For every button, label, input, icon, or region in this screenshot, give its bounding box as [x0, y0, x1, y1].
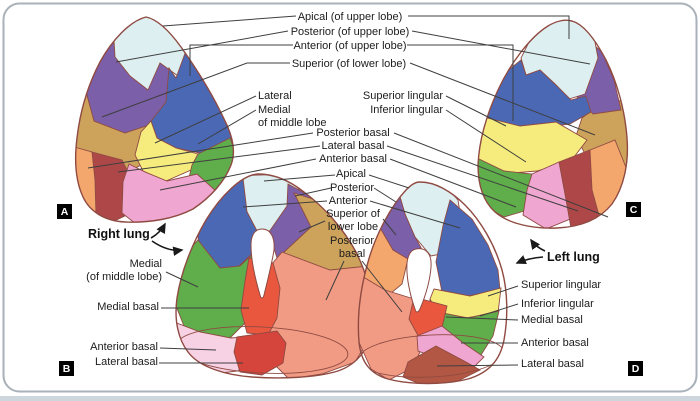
label-medial-basal-b: Medial basal: [97, 301, 159, 313]
lung-c-left-lateral: [478, 20, 628, 229]
right-lung-up-arrow: [150, 222, 166, 239]
leader-lines: [87, 15, 609, 367]
left-lung-caption: Left lung: [547, 250, 600, 264]
label-anterior-basal-d: Anterior basal: [521, 337, 589, 349]
label-superior-lower-lobe: Superior (of lower lobe): [291, 58, 407, 70]
label-posterior-upper-lobe: Posterior (of upper lobe): [290, 26, 410, 38]
lung-a-outline: [74, 16, 235, 223]
label-lateral-middle: Lateral: [258, 90, 292, 102]
label-superior-lingular-d: Superior lingular: [521, 279, 602, 291]
panel-b-badge: B: [59, 361, 74, 376]
label-posterior-basal-medial: Posterior basal: [330, 235, 374, 260]
label-inferior-lingular-d: Inferior lingular: [521, 298, 594, 310]
lung-c-outline: [477, 19, 629, 229]
label-anterior-basal-b: Anterior basal: [90, 341, 158, 353]
b-lateral-basal-segment: [233, 330, 287, 376]
label-lateral-basal-d: Lateral basal: [521, 358, 584, 370]
label-lower-lobe: lower lobe: [327, 220, 379, 233]
lung-d-outline: [357, 181, 508, 385]
label-superior-lingular-lateral: Superior lingular: [362, 90, 443, 102]
d-hilum: [406, 248, 432, 313]
lung-b-outline: [175, 173, 374, 379]
left-lung-down-arrow: [515, 255, 544, 265]
label-medial-middle: Medial: [258, 104, 291, 116]
label-superior-of-lower-lobe-medial: Superior of lower lobe: [326, 208, 380, 233]
d-anterior-basal-segment: [416, 325, 485, 372]
label-of-middle-lobe: of middle lobe: [258, 117, 327, 129]
label-lateral-basal-lateral: Lateral basal: [321, 140, 385, 152]
panel-d-badge: D: [628, 361, 643, 376]
label-inferior-lingular-lateral: Inferior lingular: [370, 104, 443, 116]
caption-arrows: [150, 222, 546, 265]
panel-c-badge: C: [626, 202, 641, 217]
label-posterior-medial: Posterior: [329, 182, 375, 194]
left-lung-up-arrow: [530, 238, 546, 252]
label-superior-of: Superior of: [326, 208, 380, 220]
label-of-middle-lobe-paren: (of middle lobe): [86, 270, 162, 283]
label-apical-medial: Apical: [336, 168, 366, 180]
a-lateral-middle-segment: [134, 120, 199, 182]
label-posterior-word: Posterior: [329, 235, 375, 247]
label-apical-upper-lobe: Apical (of upper lobe): [297, 11, 403, 23]
label-medial-basal-d: Medial basal: [521, 314, 583, 326]
right-lung-caption: Right lung: [88, 227, 150, 241]
label-medial-of-middle-lobe: Medial (of middle lobe): [86, 258, 162, 283]
right-lung-down-arrow: [151, 240, 184, 256]
label-anterior-medial: Anterior: [328, 195, 368, 207]
label-anterior-basal-lateral: Anterior basal: [319, 153, 387, 165]
bottom-strip: [0, 396, 700, 401]
lung-b-right-medial: [176, 174, 373, 378]
label-anterior-upper-lobe: Anterior (of upper lobe): [293, 40, 407, 52]
lung-a-right-lateral: [75, 17, 234, 223]
panel-a-badge: A: [57, 204, 72, 219]
b-hilum: [250, 228, 275, 299]
label-lateral-basal-b: Lateral basal: [95, 356, 158, 368]
label-posterior-basal-lateral: Posterior basal: [316, 127, 390, 139]
label-medial-word: Medial: [129, 258, 162, 270]
label-basal-word: basal: [338, 247, 366, 260]
